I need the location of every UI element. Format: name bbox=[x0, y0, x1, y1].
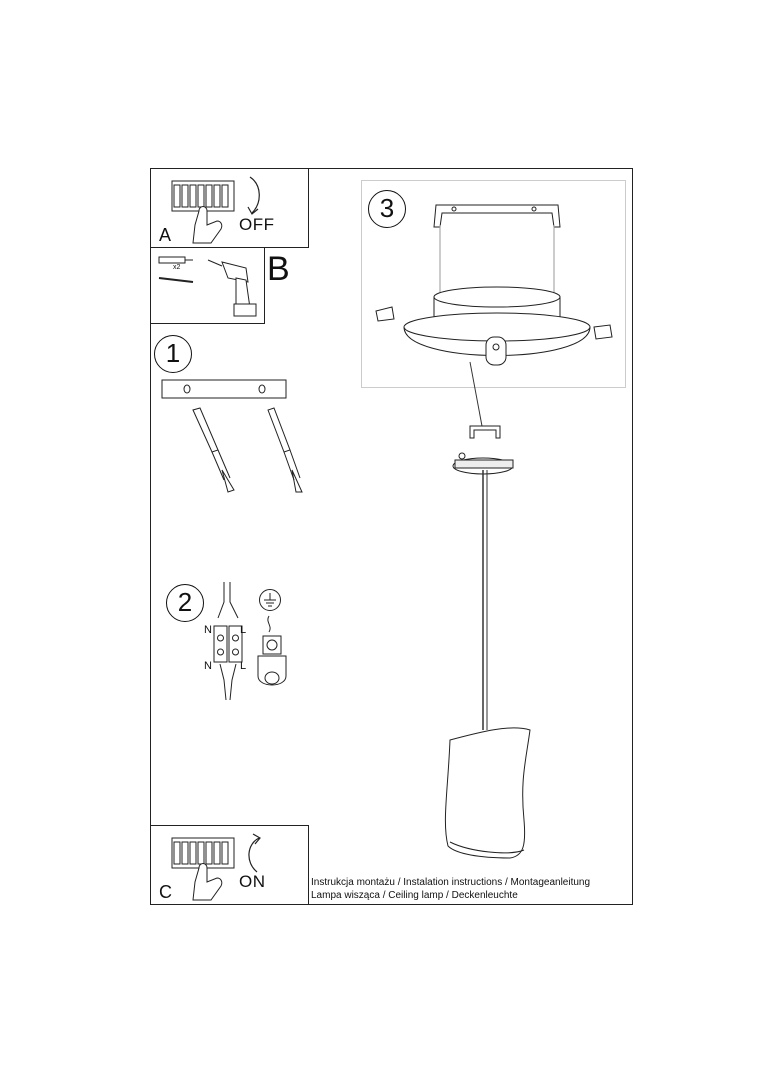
step-c-panel: C ON bbox=[150, 825, 309, 905]
step-c-letter: C bbox=[159, 882, 172, 902]
step-b-panel: x2 bbox=[150, 247, 265, 324]
breaker-switch-icon bbox=[171, 180, 235, 244]
ceiling-canopy-mounting-diagram bbox=[375, 204, 613, 366]
terminal-block-diagram bbox=[213, 582, 243, 701]
step-a-letter: A bbox=[159, 225, 172, 245]
step-b-letter: B bbox=[267, 250, 290, 288]
step-2-number: 2 bbox=[166, 584, 204, 622]
arrow-down-icon bbox=[247, 176, 260, 215]
lamp-assembly-diagram bbox=[444, 361, 531, 859]
terminal-n-bottom: N bbox=[204, 660, 212, 672]
arrow-up-icon bbox=[248, 833, 261, 873]
terminal-n-top: N bbox=[204, 624, 212, 636]
instruction-sheet bbox=[150, 168, 633, 905]
terminal-l-top: L bbox=[240, 624, 247, 636]
terminal-l-bottom: L bbox=[240, 660, 247, 672]
on-label: ON bbox=[239, 872, 266, 891]
footer-caption: Instrukcja montażu / Instalation instruc… bbox=[311, 876, 590, 902]
step-a-panel: A OFF bbox=[150, 168, 309, 248]
drill-holes-diagram bbox=[161, 379, 303, 493]
wall-plug-icon bbox=[158, 256, 194, 283]
ground-terminal-icon bbox=[257, 615, 287, 686]
footer-line-2: Lampa wisząca / Ceiling lamp / Deckenleu… bbox=[311, 890, 518, 901]
footer-line-1: Instrukcja montażu / Instalation instruc… bbox=[311, 877, 591, 888]
step-3-detail-frame bbox=[361, 180, 626, 388]
quantity-label: x2 bbox=[173, 264, 181, 271]
breaker-switch-icon bbox=[171, 837, 235, 901]
step-1-number: 1 bbox=[154, 335, 192, 373]
ground-symbol-icon bbox=[259, 589, 281, 611]
step-3-number: 3 bbox=[368, 190, 406, 228]
drill-icon bbox=[207, 259, 257, 317]
off-label: OFF bbox=[239, 215, 275, 234]
